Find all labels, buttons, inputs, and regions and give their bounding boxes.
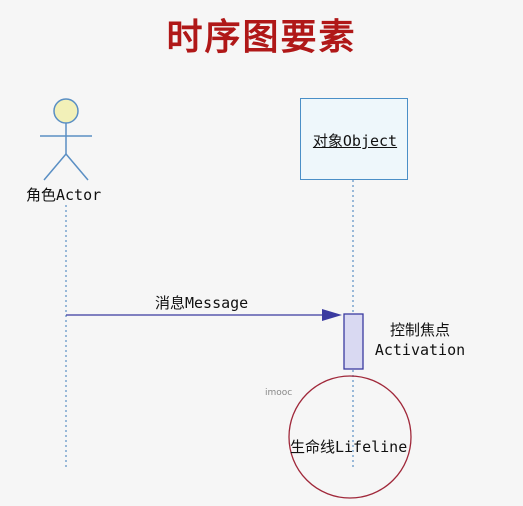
watermark: imooc xyxy=(265,388,293,398)
message-arrowhead-icon xyxy=(322,309,342,321)
actor-figure-icon xyxy=(40,98,92,181)
actor-left-leg xyxy=(43,153,67,181)
message-label: 消息Message xyxy=(155,294,249,312)
activation-label-cn: 控制焦点 xyxy=(389,321,450,339)
slide-title: 时序图要素 xyxy=(166,17,357,58)
activation-label: 控制焦点 Activation xyxy=(372,320,468,360)
activation-label-en: Activation xyxy=(374,341,466,359)
object-label: 对象Object xyxy=(312,132,398,150)
activation-bar xyxy=(343,313,364,370)
object-box: 对象Object xyxy=(300,98,408,180)
actor-right-leg xyxy=(65,153,89,181)
actor-label: 角色Actor xyxy=(26,186,102,204)
lifeline-highlight-circle xyxy=(288,375,412,499)
lifeline-label: 生命线Lifeline xyxy=(290,438,408,456)
actor-head xyxy=(53,98,79,124)
